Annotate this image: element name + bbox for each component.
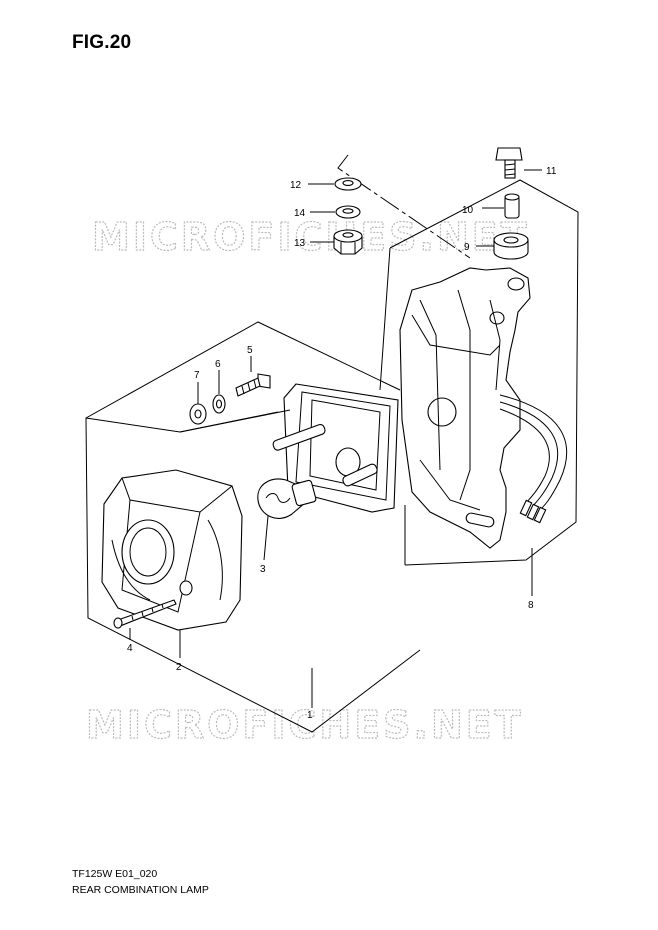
lamp-housing xyxy=(272,383,399,513)
hardware-pointer-line xyxy=(337,154,471,259)
callout-6: 6 xyxy=(215,359,221,370)
callout-7: 7 xyxy=(194,370,200,381)
callout-3: 3 xyxy=(260,564,266,575)
callout-1: 1 xyxy=(307,710,313,721)
assembly-name: REAR COMBINATION LAMP xyxy=(72,884,209,896)
lock-washer-6 xyxy=(212,370,226,414)
spacer-10 xyxy=(482,193,520,219)
cushion-9 xyxy=(476,232,529,260)
bolt-5 xyxy=(235,356,271,397)
lens-2 xyxy=(101,469,243,658)
bracket-8 xyxy=(399,267,568,596)
hardware-pointer-lines xyxy=(179,409,291,433)
watermark-bottom: MICROFICHES.NET xyxy=(86,703,524,747)
lock-washer-14 xyxy=(310,205,361,219)
bulb-3 xyxy=(257,478,317,561)
model-code: TF125W E01_020 xyxy=(72,868,158,880)
callout-2: 2 xyxy=(176,662,182,673)
nut-13 xyxy=(310,229,363,255)
callout-4: 4 xyxy=(127,643,133,654)
callout-8: 8 xyxy=(528,600,534,611)
figure-title: FIG.20 xyxy=(72,32,132,53)
bolt-11 xyxy=(495,147,542,179)
bracket-boundary-8 xyxy=(379,179,579,566)
callout-9: 9 xyxy=(464,242,470,253)
callout-5: 5 xyxy=(247,345,253,356)
callout-11: 11 xyxy=(546,166,557,177)
callout-14: 14 xyxy=(294,208,306,219)
washer-7 xyxy=(189,382,207,425)
callout-10: 10 xyxy=(462,205,474,216)
callout-13: 13 xyxy=(294,238,306,249)
watermark-top: MICROFICHES.NET xyxy=(92,215,530,259)
lens-screw-4 xyxy=(113,599,177,640)
washer-12 xyxy=(308,177,362,191)
callout-12: 12 xyxy=(290,180,302,191)
